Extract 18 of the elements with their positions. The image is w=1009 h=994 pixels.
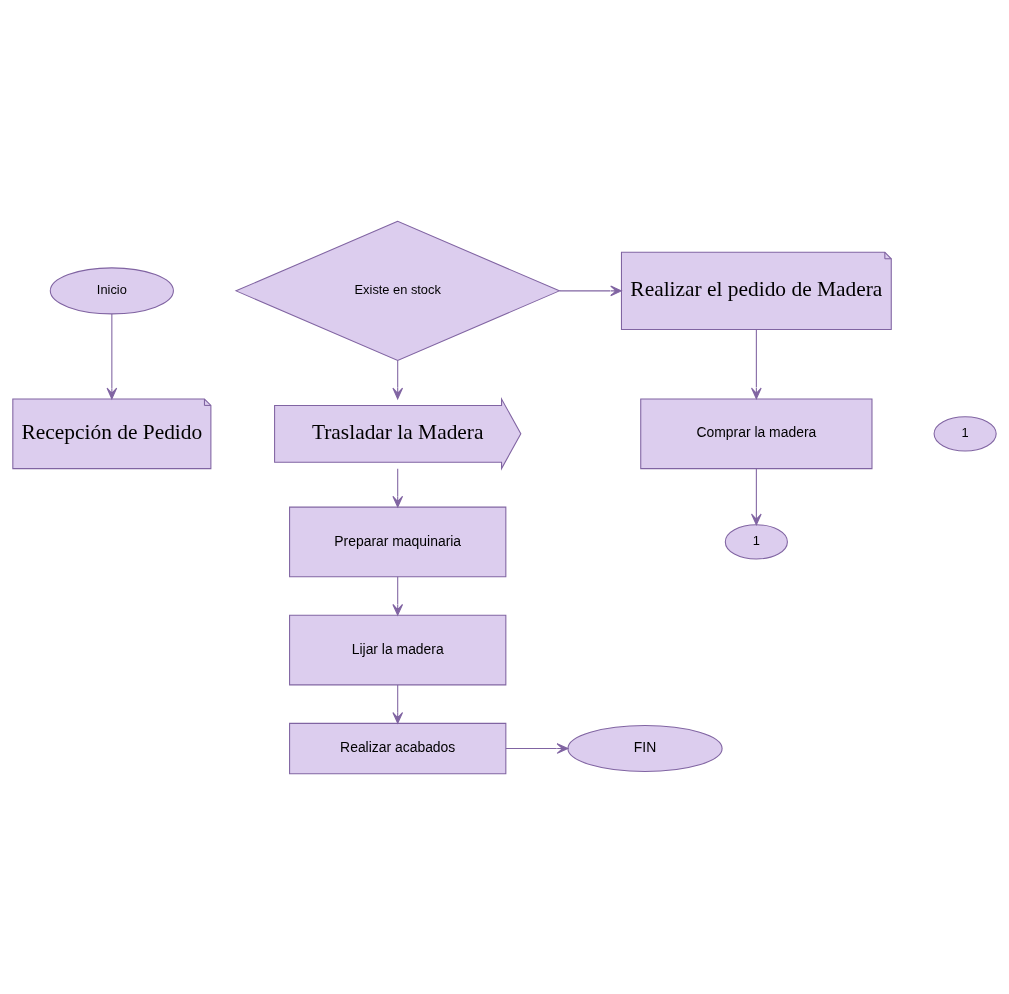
- arrow: [392, 359, 404, 399]
- node-box: Lijar la madera: [289, 614, 507, 685]
- arrow: [392, 575, 404, 616]
- arrow: [505, 742, 569, 754]
- node-box: Comprar la madera: [640, 397, 873, 469]
- node-ellipse: FIN: [567, 724, 723, 772]
- node-ellipse: 1: [724, 523, 788, 560]
- arrow: [392, 684, 404, 724]
- arrow: [751, 328, 762, 399]
- node-diamond: Existe en stock: [234, 220, 561, 361]
- arrow: [392, 467, 404, 508]
- arrow: [559, 285, 622, 296]
- arrow: [106, 312, 118, 399]
- node-box: Preparar maquinaria: [289, 506, 507, 577]
- arrow: [751, 467, 762, 525]
- node-ellipse: Inicio: [49, 266, 174, 314]
- node-box: Realizar acabados: [289, 722, 507, 774]
- node-ellipse: 1: [933, 415, 997, 451]
